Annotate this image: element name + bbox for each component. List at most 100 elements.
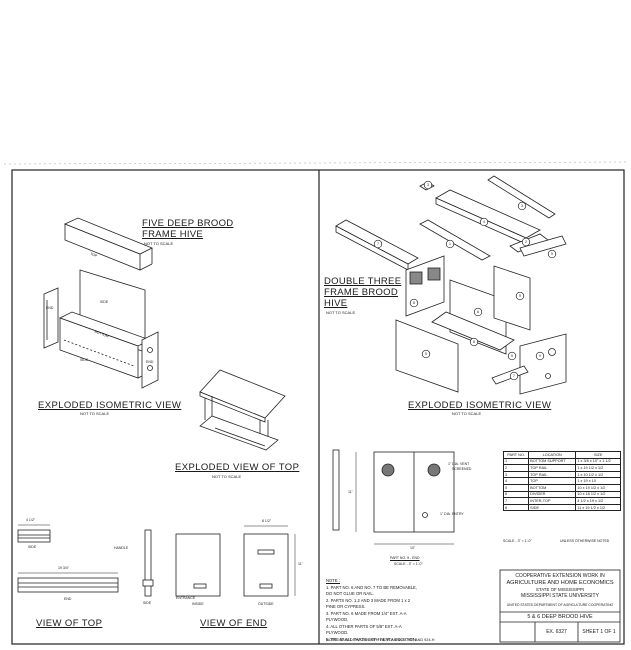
cell: TOP bbox=[528, 477, 577, 485]
cell: 4 1/2 x 19 x 1/2 bbox=[575, 497, 621, 505]
right-title-note: NOT TO SCALE bbox=[326, 310, 356, 315]
view-of-end-title: VIEW OF END bbox=[200, 618, 268, 629]
part-num: 9 bbox=[519, 294, 521, 298]
part-num: 6 bbox=[473, 340, 475, 344]
part-num: 7 bbox=[513, 374, 515, 378]
note-line: DO NOT GLUE OR NAIL. bbox=[326, 591, 374, 596]
title-block-line5: UNITED STATES DEPARTMENT OF AGRICULTURE … bbox=[506, 603, 614, 607]
cell: BOTTOM bbox=[528, 483, 577, 492]
cell: BOTTOM SUPPORT bbox=[528, 457, 577, 466]
right-exploded-iso-note: NOT TO SCALE bbox=[452, 411, 482, 416]
dim-end-label: END bbox=[64, 597, 72, 601]
part-num: 9 bbox=[539, 354, 541, 358]
left-title-note: NOT TO SCALE bbox=[144, 241, 174, 246]
title-block-line2: AGRICULTURE AND HOME ECONOMICS bbox=[506, 580, 614, 586]
note-line: PINE OR CYPRESS. bbox=[326, 604, 366, 609]
cell: INTER-TOP bbox=[528, 497, 577, 505]
cell: 1 x 19 1/2 x 1/2 bbox=[575, 464, 621, 472]
part-num: 5 bbox=[511, 354, 513, 358]
part-label-side: SIDE bbox=[100, 300, 109, 304]
notes-block: NOTE : 1. PART NO. 6 AND NO. 7 TO BE REM… bbox=[326, 578, 417, 643]
part-num: 9 bbox=[551, 252, 553, 256]
part-num: 7 bbox=[377, 242, 379, 246]
dim-inside: INSIDE bbox=[192, 602, 204, 606]
vent-label-2: SCREENED bbox=[452, 467, 472, 471]
title-block-line1: COOPERATIVE EXTENSION WORK IN bbox=[515, 573, 605, 579]
parts-table-header: PART NO. LOCATION SIZE bbox=[502, 451, 621, 459]
cell: 6 bbox=[502, 490, 530, 499]
cell: 8 bbox=[502, 503, 530, 512]
col-header-location: LOCATION bbox=[528, 451, 577, 459]
sheet-number: SHEET 1 OF 1 bbox=[582, 629, 616, 635]
part-num: 1 bbox=[449, 242, 451, 246]
dim-height: 11" bbox=[298, 562, 303, 566]
part-num: 2 bbox=[525, 240, 527, 244]
note-line: 3. PART NO. 6 MADE FROM 1/4" EXT. A-A bbox=[326, 610, 407, 616]
part-num: 5 bbox=[425, 352, 427, 356]
cell: TOP RAIL bbox=[528, 464, 577, 472]
ex-number: EX. 6327 bbox=[546, 629, 567, 635]
dim-entrance: ENTRANCE bbox=[176, 596, 196, 600]
cell: 3 bbox=[502, 470, 530, 479]
note-line: 5. TREAT ALL PARTS WITH PENTA SOLUTION. bbox=[326, 636, 418, 642]
left-title-line2: FRAME HIVE bbox=[142, 229, 204, 240]
entry-label: 1" DIA. ENTRY bbox=[440, 512, 464, 516]
view-of-top-title: VIEW OF TOP bbox=[36, 618, 103, 629]
table-unless-note: UNLESS OTHERWISE NOTED bbox=[560, 539, 610, 543]
dim-outside: OUTSIDE bbox=[258, 602, 274, 606]
note-line: PLYWOOD. bbox=[326, 617, 349, 622]
cell: 1 x 10 1/2 x 1/2 bbox=[575, 470, 621, 479]
left-exploded-iso-note: NOT TO SCALE bbox=[80, 411, 110, 416]
exploded-top-note: NOT TO SCALE bbox=[212, 474, 242, 479]
part-label-end: END bbox=[46, 306, 54, 310]
title-block-line3: STATE OF MISSISSIPPI bbox=[535, 587, 585, 592]
left-hive-end-right bbox=[141, 331, 159, 389]
cell: 1 x 19 x 10 bbox=[575, 477, 621, 485]
view-of-end-drawing bbox=[175, 525, 296, 597]
part-label-side-b: SIDE bbox=[80, 358, 89, 362]
cell: DIVIDER bbox=[528, 490, 577, 499]
cell: 1 bbox=[502, 457, 530, 466]
dim-side2: SIDE bbox=[143, 601, 152, 605]
part-num: 4 bbox=[483, 220, 485, 224]
end-view-scale: SCALE - 3" = 1'-0" bbox=[394, 562, 423, 566]
left-exploded-iso-title: EXPLODED ISOMETRIC VIEW bbox=[38, 400, 182, 411]
cell: 1 x 3/8 x 10" x 1 1/2 bbox=[575, 457, 621, 466]
note-line: PLYWOOD. bbox=[326, 630, 349, 635]
notes-footer: NOTE : BASED ON UNIV. OF FLA. PLAN NOS. … bbox=[326, 638, 435, 642]
dim-top-length: 19 3/4" bbox=[58, 566, 69, 570]
note-line: 2. PARTS NO. 1,2 AND 3 MADE FROM 1 x 2 bbox=[326, 597, 411, 603]
part-label-end-b: END bbox=[146, 360, 154, 364]
cell: 11 x 19 1/2 x 1/2 bbox=[575, 503, 621, 512]
cell: SIDE bbox=[528, 503, 577, 512]
col-header-part-no: PART NO. bbox=[502, 451, 530, 459]
sheet-border bbox=[11, 169, 625, 645]
dim-handle: HANDLE bbox=[114, 546, 129, 550]
part-num: 6 bbox=[477, 310, 479, 314]
exploded-top-drawing bbox=[199, 369, 286, 451]
right-title-line1: DOUBLE THREE bbox=[324, 276, 402, 287]
title-block-line4: MISSISSIPPI STATE UNIVERSITY bbox=[521, 593, 599, 599]
part-num: 3 bbox=[427, 183, 429, 187]
dim-side-label: SIDE bbox=[28, 545, 37, 549]
right-title-line2: FRAME BROOD bbox=[324, 287, 399, 298]
note-line: 4. ALL OTHER PARTS OF 5/8" EXT. A-A bbox=[326, 623, 402, 629]
cell: 10 x 19 1/2 x 1/2 bbox=[575, 483, 621, 492]
cell: 7 bbox=[502, 497, 530, 505]
cell: 5 bbox=[502, 483, 530, 492]
view-of-top-drawing bbox=[17, 524, 154, 597]
cell: 4 bbox=[502, 477, 530, 485]
notes-header: NOTE : bbox=[326, 578, 340, 583]
col-header-size: SIZE bbox=[575, 451, 621, 459]
right-exploded-iso-title: EXPLODED ISOMETRIC VIEW bbox=[408, 400, 552, 411]
table-scale-note: SCALE - 3" = 1'-0" bbox=[503, 539, 532, 543]
cell: 2 bbox=[502, 464, 530, 472]
drawing-title: 5 & 6 DEEP BROOD HIVE bbox=[527, 614, 593, 620]
